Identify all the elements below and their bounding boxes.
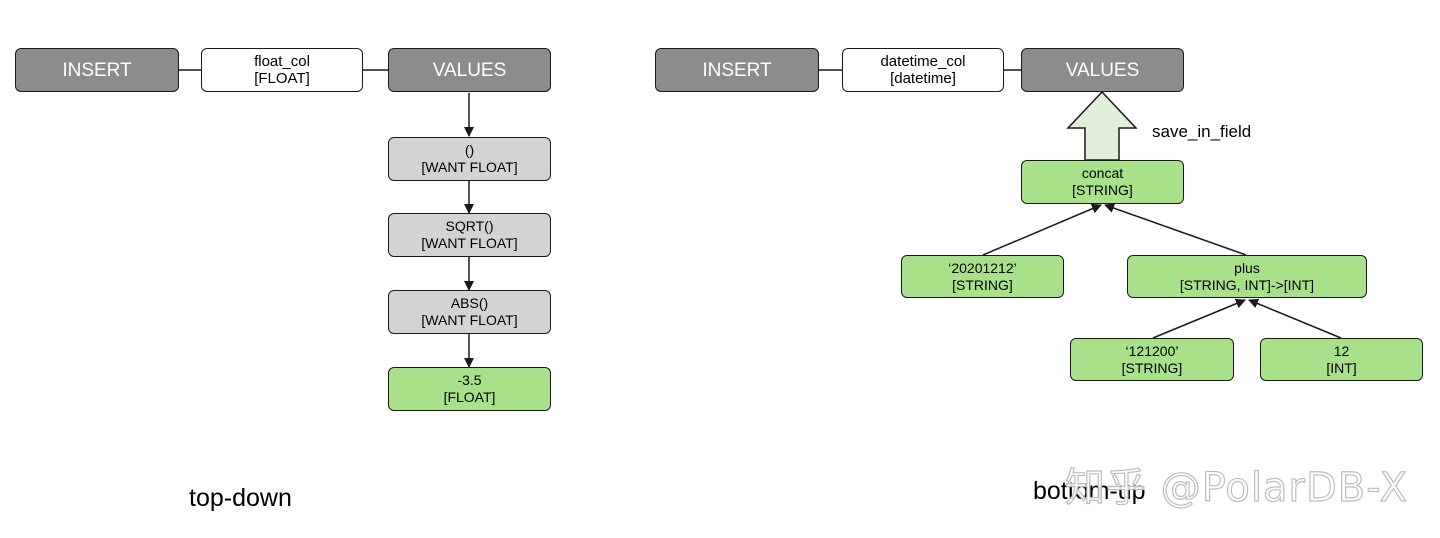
bu-plus-expr: plus [1234, 259, 1260, 276]
td-literal-value: -3.5 [457, 372, 482, 388]
td-literal-type: [FLOAT] [443, 389, 496, 405]
bu-int-node: 12 [INT] [1260, 338, 1423, 381]
bu-str1-value: ‘20201212’ [948, 259, 1017, 276]
bu-str2-node: ‘121200’ [STRING] [1070, 338, 1234, 381]
arrow-str1-concat [982, 203, 1102, 256]
bu-insert-label: INSERT [702, 59, 772, 81]
td-sqrt-node: SQRT() [WANT FLOAT] [388, 213, 551, 257]
bu-save-in-field-label: save_in_field [1152, 122, 1252, 141]
bu-str1-type: [STRING] [952, 276, 1013, 293]
bu-plus-type: [STRING, INT]->[INT] [1179, 276, 1315, 293]
watermark: 知乎 @PolarDB-X [1064, 464, 1409, 511]
td-column-type: [FLOAT] [254, 70, 310, 87]
arrow-str2-plus [1152, 298, 1246, 339]
td-abs-node: ABS() [WANT FLOAT] [388, 290, 551, 334]
bu-values-label: VALUES [1065, 59, 1140, 81]
arrow-plus-concat [1104, 203, 1247, 256]
td-paren-type: [WANT FLOAT] [421, 159, 518, 175]
bu-str2-type: [STRING] [1121, 359, 1183, 376]
bu-values-node: VALUES [1021, 48, 1184, 92]
arrow-int-plus [1248, 298, 1342, 339]
bu-insert-node: INSERT [655, 48, 819, 92]
td-paren-node: () [WANT FLOAT] [388, 137, 551, 181]
td-abs-expr: ABS() [450, 295, 489, 311]
bu-column-name: datetime_col [880, 53, 966, 70]
td-paren-expr: () [464, 142, 475, 158]
td-values-node: VALUES [388, 48, 551, 92]
bu-str1-node: ‘20201212’ [STRING] [901, 255, 1064, 298]
bu-caption: bottom-up [1033, 477, 1146, 505]
bu-column-node: datetime_col [datetime] [842, 48, 1004, 92]
bu-str2-value: ‘121200’ [1125, 342, 1179, 359]
td-column-node: float_col [FLOAT] [201, 48, 363, 92]
td-literal-node: -3.5 [FLOAT] [388, 367, 551, 411]
td-caption: top-down [189, 484, 292, 512]
td-abs-type: [WANT FLOAT] [421, 312, 518, 328]
bu-concat-node: concat [STRING] [1021, 160, 1184, 204]
td-values-label: VALUES [432, 59, 507, 81]
bu-concat-expr: concat [1081, 165, 1124, 181]
save-in-field-arrow [1066, 90, 1138, 161]
bu-plus-node: plus [STRING, INT]->[INT] [1127, 255, 1367, 298]
td-sqrt-expr: SQRT() [445, 218, 494, 234]
td-insert-node: INSERT [15, 48, 179, 92]
td-insert-label: INSERT [62, 59, 132, 81]
bu-int-type: [INT] [1326, 359, 1357, 376]
bu-int-value: 12 [1333, 342, 1350, 359]
bu-column-type: [datetime] [890, 70, 956, 87]
bu-concat-type: [STRING] [1072, 182, 1133, 198]
td-sqrt-type: [WANT FLOAT] [421, 235, 518, 251]
td-column-name: float_col [254, 53, 310, 70]
